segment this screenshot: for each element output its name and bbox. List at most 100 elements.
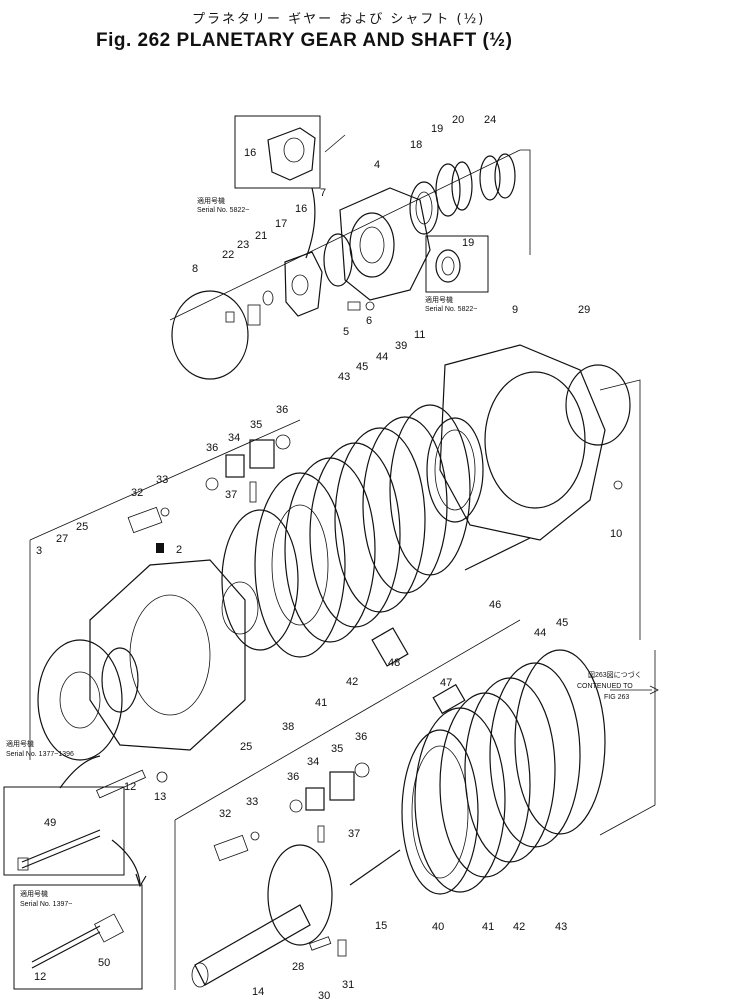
callout-part-17: 17 [275,218,287,230]
part-40-ring-gear [401,729,479,895]
part-29-o-ring [565,364,631,446]
part-39-ring-gear [426,417,484,523]
callout-part-18: 18 [410,139,422,151]
part-18-bearing [409,181,439,235]
part-32-shaft-lower [213,834,249,862]
callout-part-25: 25 [76,521,88,533]
callout-part-34: 34 [307,756,319,768]
serial-note-c-text: Serial No. 1377~1396 [6,751,74,758]
callout-part-2: 2 [176,544,182,556]
callout-part-40: 40 [432,921,444,933]
callout-part-43: 43 [555,921,567,933]
part-41-lower [414,707,506,893]
page-title: Fig. 262 PLANETARY GEAR AND SHAFT (½) [96,30,513,51]
lower-assembly [191,649,606,988]
callout-part-19: 19 [462,237,474,249]
part-31-lock [337,939,347,957]
part-36-washer-lower-b [354,762,370,778]
callout-part-14: 14 [252,986,264,998]
part-36-washer-a [205,477,219,491]
callout-part-50: 50 [98,957,110,969]
part-32-shaft [127,506,163,534]
part-21-washer [262,290,274,306]
callout-part-6: 6 [366,315,372,327]
callout-part-30: 30 [318,990,330,1000]
part-16-bearing [323,233,353,287]
serial-note-d-text: Serial No. 1397~ [20,901,72,908]
part-19-ring [435,163,461,217]
callout-part-39: 39 [395,340,407,352]
callout-part-9: 9 [512,304,518,316]
callout-part-37: 37 [225,489,237,501]
inset-box-carrier [234,115,321,189]
part-37-pin [249,481,257,503]
callout-part-36: 36 [276,404,288,416]
callout-part-8: 8 [192,263,198,275]
serial-note-a: 適用号機 Serial No. 5822~ [197,115,321,214]
callout-part-35: 35 [331,743,343,755]
callout-labels: 16 7 16 17 21 23 22 8 4 18 19 20 24 19 5… [34,114,622,1000]
callout-part-12: 12 [34,971,46,983]
callout-part-32: 32 [131,487,143,499]
part-16-inset-drawing [267,127,316,181]
callout-part-47: 47 [440,677,452,689]
part-22-bolt [225,311,235,323]
callout-part-4: 4 [374,159,380,171]
part-28-carrier [267,844,333,946]
part-8-o-ring [171,290,249,380]
part-7-snap [305,187,316,259]
callout-part-36: 36 [206,442,218,454]
part-47-spring [432,683,466,715]
callout-part-41: 41 [315,697,327,709]
callout-part-15: 15 [375,920,387,932]
middle-assembly [37,344,631,799]
callout-part-45: 45 [556,617,568,629]
callout-part-33: 33 [246,796,258,808]
callout-part-34: 34 [228,432,240,444]
continued-note: 図263図につづく CONTENUED TO FIG 263 [577,670,642,701]
part-15-pin [349,849,401,886]
callout-part-21: 21 [255,230,267,242]
continued-note-en: CONTENUED TO [577,683,633,690]
callout-part-49: 49 [44,817,56,829]
part-10-plug [613,480,623,490]
callout-part-37: 37 [348,828,360,840]
callout-part-16: 16 [244,147,256,159]
serial-note-b-text: Serial No. 5822~ [425,306,477,313]
part-2-plug [156,543,164,553]
part-37-pin-lower [317,825,325,843]
callout-part-38: 38 [282,721,294,733]
callout-part-16: 16 [295,203,307,215]
callout-part-3: 3 [36,545,42,557]
part-9-housing [439,344,606,541]
callout-part-36: 36 [287,771,299,783]
callout-part-22: 22 [222,249,234,261]
callout-part-7: 7 [320,187,326,199]
part-16-carrier [284,251,323,317]
part-45-disc [362,416,448,594]
callout-part-42: 42 [346,676,358,688]
part-3-flange [37,639,123,761]
part-5-bolt [347,301,361,311]
callout-part-35: 35 [250,419,262,431]
part-42-disc [309,442,401,628]
serial-note-d-jp: 適用号機 [20,889,48,898]
callout-part-19: 19 [431,123,443,135]
serial-note-a-jp: 適用号機 [197,196,225,205]
part-42-lower [439,692,531,878]
part-4-housing [339,187,431,301]
callout-part-24: 24 [484,114,496,126]
part-34-bearing-lower [305,787,325,811]
callout-part-46: 46 [489,599,501,611]
part-30-bolt [309,936,332,951]
part-36-washer-lower-a [289,799,303,813]
part-43-plate [334,427,426,613]
part-34-bearing [225,454,245,478]
callout-part-48: 48 [388,657,400,669]
callout-part-28: 28 [292,961,304,973]
part-33-ball-lower [250,831,260,841]
part-36-washer-b [275,434,291,450]
serial-note-c-jp: 適用号機 [6,739,34,748]
callout-part-33: 33 [156,474,168,486]
